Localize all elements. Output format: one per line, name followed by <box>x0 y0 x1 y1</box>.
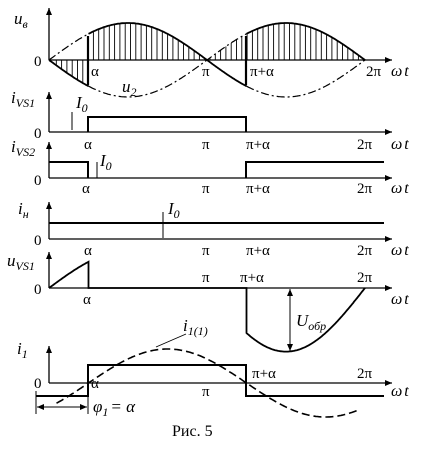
uvs1-zero-label: 0 <box>34 282 42 298</box>
i1-pi-alpha-label: π+α <box>252 366 276 382</box>
i1-leader-line <box>155 333 187 348</box>
ivs1-pulse <box>87 116 247 132</box>
i1-alpha-label: α <box>91 376 99 392</box>
ub-alpha-label: α <box>91 64 99 80</box>
uvs1-voltage-curve <box>48 260 366 353</box>
ub-zero-label: 0 <box>34 54 42 70</box>
i1-zero-label: 0 <box>34 376 42 392</box>
u2-dashdot-curve <box>48 33 366 98</box>
ivs1-pi-label: π <box>202 137 210 153</box>
ivs2-pulse-start <box>49 161 89 178</box>
ivs1-two-pi-label: 2π <box>357 137 373 153</box>
in-two-pi-label: 2π <box>357 243 373 259</box>
ub-hatching <box>50 23 365 86</box>
i1-curve-label: i1(1) <box>183 316 208 338</box>
in-I0-label: I0 <box>167 199 180 221</box>
ivs2-two-pi-label: 2π <box>357 181 373 197</box>
figure-caption: Рис. 5 <box>172 423 213 440</box>
ub-two-pi-label: 2π <box>366 64 382 80</box>
ivs2-pi-label: π <box>202 181 210 197</box>
ivs2-I0-label: I0 <box>99 151 112 173</box>
ivs1-I0-label: I0 <box>75 93 88 115</box>
ub-ylabel: uв <box>14 9 28 31</box>
ivs2-ylabel: iVS2 <box>11 137 35 159</box>
ivs1-pi-alpha-label: π+α <box>246 137 270 153</box>
ivs1-alpha-label: α <box>84 137 92 153</box>
in-pi-alpha-label: π+α <box>246 243 270 259</box>
uvs1-pi-label: π <box>202 270 210 286</box>
i1-two-pi-label: 2π <box>357 366 373 382</box>
in-ylabel: iн <box>18 199 29 221</box>
ivs1-ylabel: iVS1 <box>11 88 35 110</box>
ivs2-alpha-label: α <box>82 181 90 197</box>
ub-positive-sine-curve <box>48 22 366 87</box>
phi1-label: φ1= α <box>93 397 136 419</box>
uvs1-two-pi-label: 2π <box>357 270 373 286</box>
in-alpha-label: α <box>84 243 92 259</box>
i1-pi-label: π <box>202 384 210 400</box>
i1-fundamental-dashed-curve <box>56 348 361 418</box>
ivs1-zero-label: 0 <box>34 126 42 142</box>
u2-curve-label: u2 <box>122 77 137 99</box>
i1-rectangular-current <box>36 364 384 397</box>
uvs1-pi-alpha-label: π+α <box>240 270 264 286</box>
in-pi-label: π <box>202 243 210 259</box>
ivs2-pi-alpha-label: π+α <box>246 181 270 197</box>
ub-pi-label: π <box>202 64 210 80</box>
i1-ylabel: i1 <box>17 339 28 361</box>
in-zero-label: 0 <box>34 233 42 249</box>
uvs1-U-obr-label: Uобр <box>296 311 326 333</box>
ivs2-pulse-end <box>245 161 384 178</box>
ivs2-zero-label: 0 <box>34 173 42 189</box>
uvs1-ylabel: uVS1 <box>7 251 35 273</box>
uvs1-alpha-label: α <box>83 292 91 308</box>
ub-pi-alpha-label: π+α <box>250 64 274 80</box>
